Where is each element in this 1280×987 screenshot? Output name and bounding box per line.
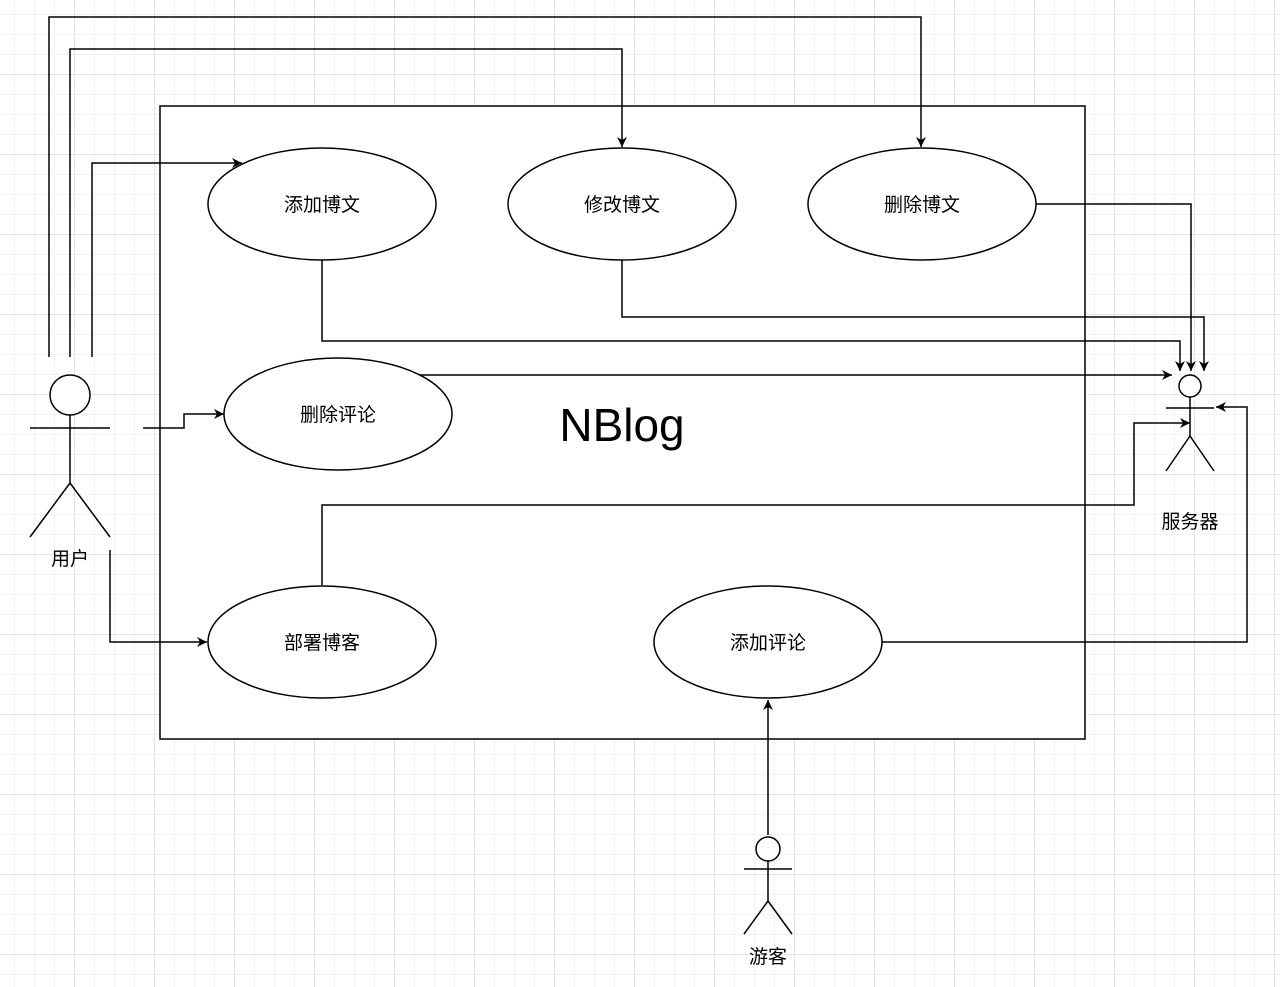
use-case-delete-post[interactable]: 删除博文 xyxy=(807,147,1037,261)
use-case-deploy-blog[interactable]: 部署博客 xyxy=(207,585,437,699)
actor-guest-label: 游客 xyxy=(749,946,787,968)
actor-server-label: 服务器 xyxy=(1161,511,1218,533)
edge-edit-post-server[interactable] xyxy=(621,260,1209,371)
actor-server[interactable]: 服务器 xyxy=(1161,374,1219,533)
edge-delete-post-server[interactable] xyxy=(1036,203,1196,371)
edge-user-delete-post[interactable] xyxy=(48,16,926,357)
edge-user-add-post[interactable] xyxy=(91,158,242,357)
use-case-edit-post[interactable]: 修改博文 xyxy=(507,147,737,261)
use-case-delete-comment-label: 删除评论 xyxy=(300,404,376,426)
use-case-add-post-label: 添加博文 xyxy=(284,194,360,216)
use-case-delete-post-label: 删除博文 xyxy=(884,194,960,216)
actor-user-label: 用户 xyxy=(51,548,89,570)
use-case-add-post[interactable]: 添加博文 xyxy=(207,147,437,261)
use-case-edit-post-label: 修改博文 xyxy=(584,194,660,216)
use-case-add-comment[interactable]: 添加评论 xyxy=(653,585,883,699)
edge-user-delete-comment[interactable] xyxy=(143,409,224,429)
actor-guest[interactable]: 游客 xyxy=(743,836,793,968)
edge-user-deploy-blog[interactable] xyxy=(109,550,207,647)
system-title: NBlog xyxy=(559,399,684,451)
use-case-delete-comment[interactable]: 删除评论 xyxy=(223,357,453,471)
edge-deploy-blog-server[interactable] xyxy=(321,418,1190,585)
actor-user[interactable]: 用户 xyxy=(29,374,111,570)
use-case-deploy-blog-label: 部署博客 xyxy=(284,632,360,654)
use-case-add-comment-label: 添加评论 xyxy=(730,632,806,654)
edge-user-edit-post[interactable] xyxy=(69,48,627,357)
edge-add-comment-server[interactable] xyxy=(881,402,1248,643)
edge-add-post-server[interactable] xyxy=(321,260,1185,371)
